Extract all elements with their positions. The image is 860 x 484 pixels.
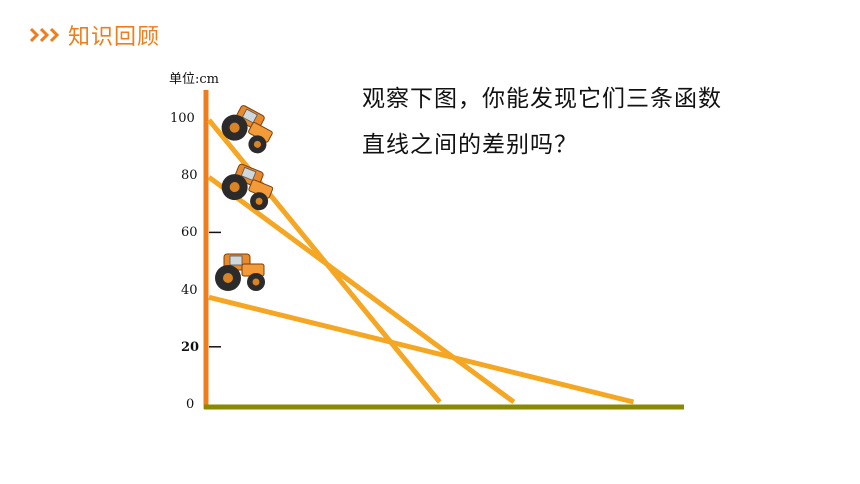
y-tick-label: 60 <box>181 225 198 241</box>
section-header: 知识回顾 <box>30 18 160 52</box>
tractor-icon <box>221 105 273 154</box>
series-line <box>208 294 635 405</box>
y-tick-label: 20 <box>181 339 200 355</box>
question-text: 观察下图，你能发现它们三条函数 直线之间的差别吗？ <box>362 76 782 168</box>
tractor-icon <box>221 163 274 211</box>
y-tick-label: 80 <box>181 168 198 184</box>
series-line <box>207 175 516 405</box>
question-line-2: 直线之间的差别吗？ <box>362 132 578 158</box>
y-tick-label: 100 <box>170 111 195 126</box>
section-title: 知识回顾 <box>68 25 161 50</box>
chevrons-icon <box>30 28 60 42</box>
y-tick-label: 40 <box>181 282 198 298</box>
question-line-1: 观察下图，你能发现它们三条函数 <box>362 86 722 112</box>
y-tick-label: 0 <box>186 397 195 412</box>
tractor-icon <box>215 253 265 291</box>
y-axis-unit-label: 单位:cm <box>169 72 219 87</box>
